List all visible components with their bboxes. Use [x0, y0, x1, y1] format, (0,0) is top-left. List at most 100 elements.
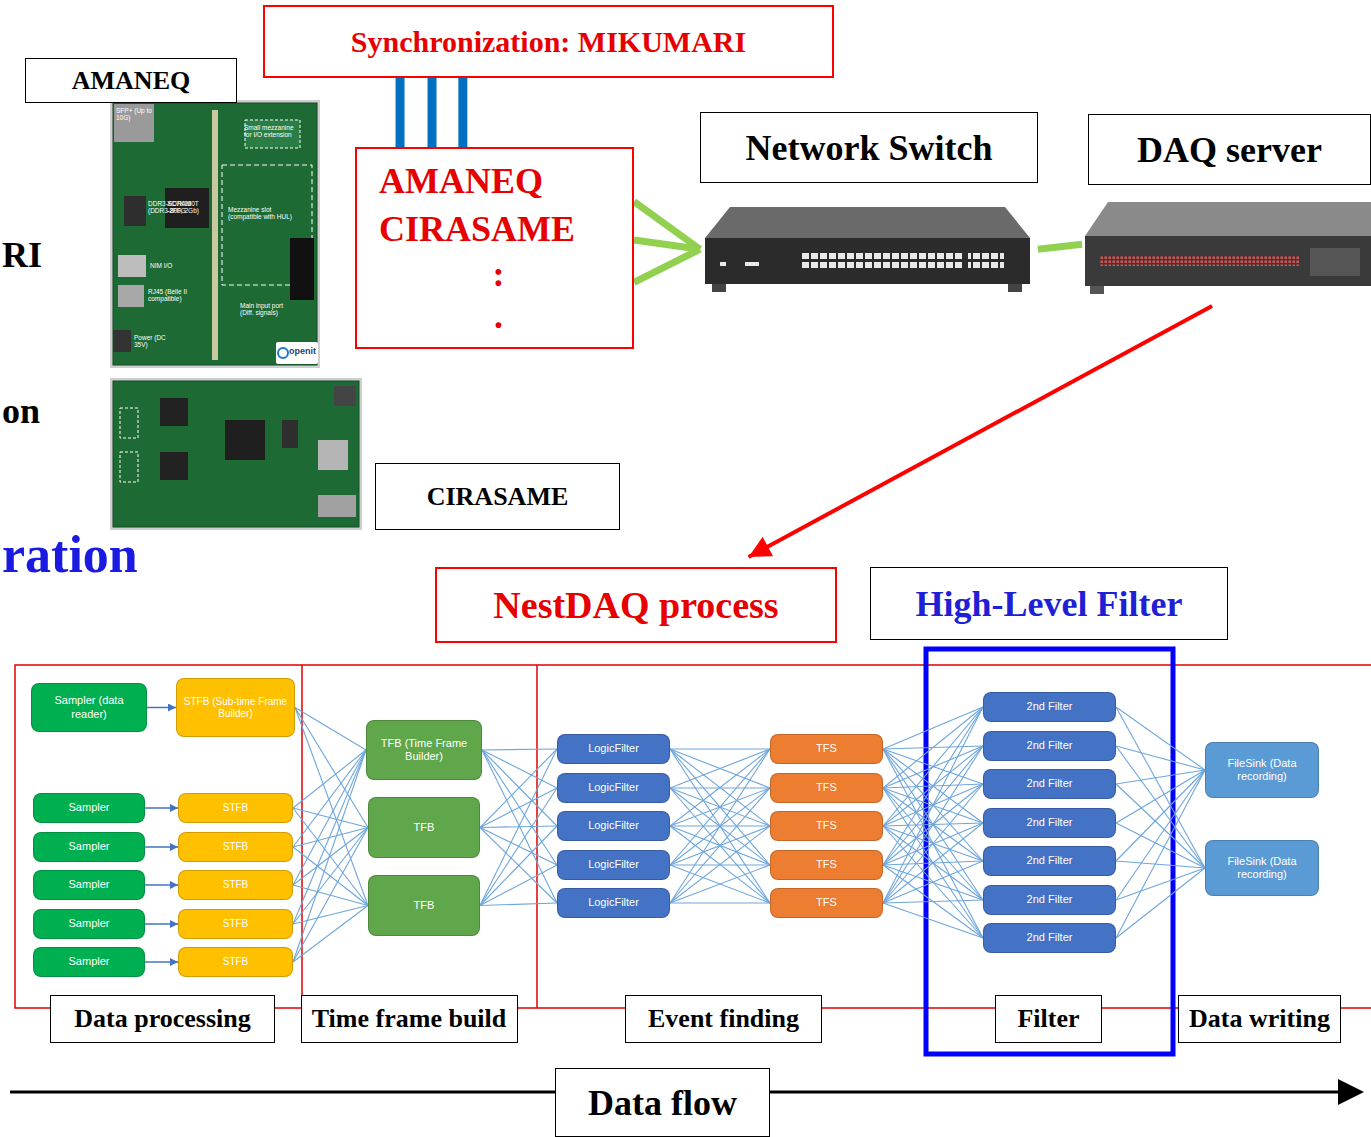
connector — [293, 750, 366, 847]
sampler-box: Sampler — [33, 947, 145, 977]
node-text: DAQ server — [1137, 129, 1322, 171]
stfb-box: STFB (Sub-time Frame Builder) — [176, 678, 295, 737]
board-part-label: SFP+ (Up to 10G) — [116, 107, 152, 121]
node-text: TFS — [816, 858, 837, 871]
device-node: DAQ server — [1082, 114, 1371, 300]
stage-label-box: Time frame build — [301, 995, 518, 1043]
label-box: AMANEQ — [25, 58, 237, 103]
cut-off-heading: on — [2, 392, 82, 432]
connector — [293, 808, 368, 906]
connector — [293, 828, 368, 963]
node-text: 2nd Filter — [1027, 739, 1073, 752]
node-text: AMANEQ — [72, 66, 190, 96]
connector — [883, 707, 983, 788]
connector — [883, 707, 983, 865]
connector — [670, 788, 770, 903]
connector — [883, 749, 983, 938]
filter-highlight — [926, 649, 1173, 1054]
connector — [670, 749, 770, 788]
node-text: STFB — [223, 956, 249, 968]
pipeline-frame — [15, 665, 1371, 1008]
node-text: TFS — [816, 896, 837, 909]
board-part-label: Small mezzanine for I/O extension — [244, 124, 302, 138]
stage-label-box: Data processing — [50, 995, 275, 1043]
node-text: Sampler — [69, 801, 110, 814]
server-picture — [1085, 202, 1371, 294]
connector — [634, 249, 700, 282]
connector — [1116, 770, 1205, 938]
connector — [293, 808, 368, 828]
node-text: Filter — [1017, 1004, 1079, 1034]
connector — [1116, 868, 1205, 900]
sampler-box: Sampler (data reader) — [31, 683, 147, 732]
node-text: LogicFilter — [588, 858, 639, 871]
node-text: 2nd Filter — [1027, 854, 1073, 867]
connector — [1116, 707, 1205, 868]
board-part-label: NIM I/O — [150, 262, 190, 269]
connector — [480, 903, 557, 906]
connector — [1116, 746, 1205, 868]
cirasame-board-photo — [110, 378, 362, 530]
connector — [396, 78, 405, 147]
node-text: NestDAQ process — [493, 583, 778, 627]
stage-label-box: Event finding — [625, 995, 822, 1043]
node-text: TFB — [414, 899, 435, 912]
stfb-box: STFB — [178, 793, 293, 823]
process-box: NestDAQ process — [435, 567, 837, 643]
node-text: STFB — [223, 918, 249, 930]
connector — [293, 750, 366, 962]
connector — [883, 707, 983, 749]
node-text: TFB (Time Frame Builder) — [373, 737, 475, 763]
connector — [480, 788, 557, 828]
tfb-box: TFB (Time Frame Builder) — [366, 720, 482, 780]
tfs-box: TFS — [770, 850, 883, 880]
connector — [293, 906, 368, 963]
filter-box: 2nd Filter — [983, 923, 1116, 953]
connector — [1038, 244, 1082, 249]
connector — [293, 750, 366, 885]
connector — [482, 750, 557, 788]
connector — [145, 884, 178, 886]
filter-box: 2nd Filter — [983, 846, 1116, 876]
filter-box: 2nd Filter — [983, 808, 1116, 838]
node-text: 2nd Filter — [1027, 700, 1073, 713]
connector — [1116, 861, 1205, 868]
node-text: . — [494, 295, 503, 337]
device-node: Network Switch — [700, 112, 1038, 300]
connector — [1116, 770, 1205, 861]
connector — [670, 749, 770, 865]
stfb-box: STFB — [178, 909, 293, 939]
connector — [883, 788, 983, 938]
node-text: TFS — [816, 781, 837, 794]
connector — [458, 78, 467, 147]
connector — [293, 906, 368, 925]
connector — [1116, 770, 1205, 784]
board-part-label: openit — [289, 347, 319, 357]
connector — [670, 749, 770, 826]
connector — [480, 788, 557, 906]
connector — [634, 202, 700, 250]
filesink-box: FileSink (Data recording) — [1205, 742, 1319, 798]
tfb-box: TFB — [368, 797, 480, 858]
connector — [670, 826, 770, 903]
node-text: LogicFilter — [588, 896, 639, 909]
filter-box: 2nd Filter — [983, 769, 1116, 799]
connector — [145, 846, 178, 848]
filter-box: 2nd Filter — [983, 692, 1116, 722]
node-text: : — [493, 253, 505, 295]
connector — [670, 826, 770, 903]
stfb-box: STFB — [178, 870, 293, 900]
node-text: Time frame build — [312, 1004, 507, 1034]
node-text: 2nd Filter — [1027, 931, 1073, 944]
board-group-box: AMANEQ CIRASAME:. — [355, 147, 634, 349]
node-text: Sampler — [69, 840, 110, 853]
connector — [1116, 770, 1205, 900]
connector — [670, 865, 770, 903]
connector — [147, 707, 176, 709]
filter-title-box: High-Level Filter — [870, 567, 1228, 640]
connector — [293, 828, 368, 848]
filter-box: LogicFilter — [557, 773, 670, 803]
connector — [670, 749, 770, 788]
connector — [1116, 707, 1205, 770]
